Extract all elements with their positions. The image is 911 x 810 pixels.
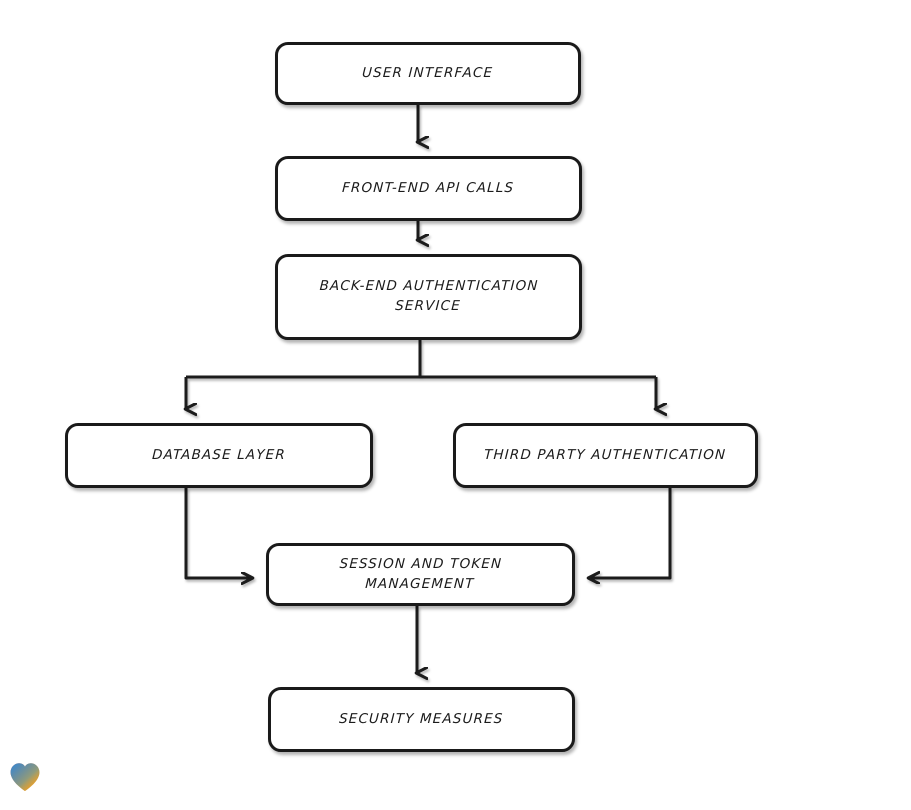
node-security-measures-label: Security Measures <box>338 710 505 727</box>
heart-logo <box>10 763 40 792</box>
node-frontend-api-calls[interactable]: Front-End API Calls <box>275 156 582 221</box>
node-user-interface[interactable]: User Interface <box>275 42 581 105</box>
node-third-party-authentication[interactable]: Third Party Authentication <box>453 423 758 488</box>
node-session-and-token-management[interactable]: Session and Token Management <box>266 543 575 606</box>
node-third-party-authentication-label: Third Party Authentication <box>484 446 728 463</box>
node-frontend-api-calls-label: Front-End API Calls <box>342 179 516 196</box>
edge-database-to-session <box>184 488 252 578</box>
node-backend-authentication-service[interactable]: Back-End Authentication Service <box>275 254 582 340</box>
edge-thirdparty-to-session <box>589 488 672 578</box>
node-session-and-token-management-label: Session and Token Management <box>339 555 503 592</box>
node-security-measures[interactable]: Security Measures <box>268 687 575 752</box>
node-database-layer-label: Database Layer <box>151 446 287 463</box>
node-database-layer[interactable]: Database Layer <box>65 423 373 488</box>
node-user-interface-label: User Interface <box>362 64 495 81</box>
node-backend-authentication-service-label: Back-End Authentication Service <box>319 278 540 314</box>
